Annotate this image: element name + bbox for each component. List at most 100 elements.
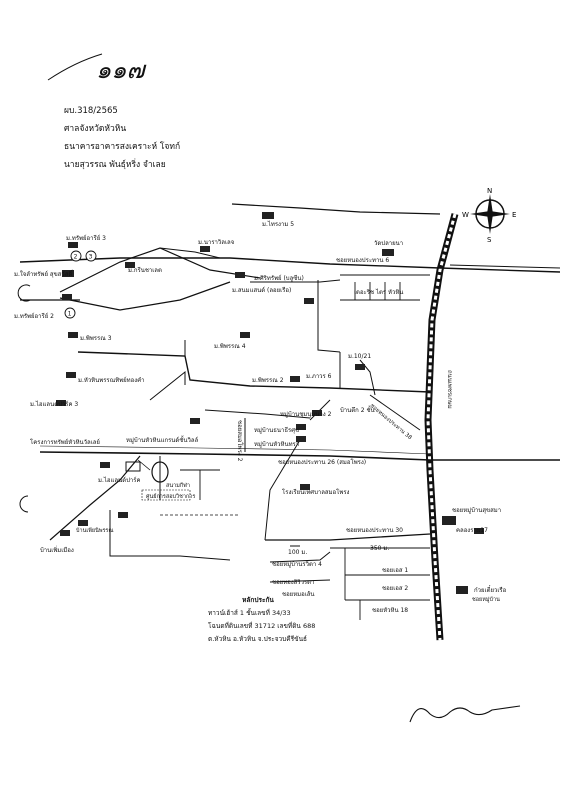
road-top — [231, 203, 441, 215]
building-icon — [56, 400, 66, 406]
label-thong-siri: ชอยทองสิริวรดา — [272, 579, 314, 586]
road-mid-spur-2 — [149, 370, 186, 401]
building-icon — [118, 512, 128, 518]
legend-line-3: ต.หัวหิน อ.หัวหิน จ.ประจวบคีรีขันธ์ — [208, 635, 307, 643]
road-stadium-grid — [180, 469, 220, 500]
label-rawita-4: ชอยหมู่บ้านรวิตา 4 — [272, 561, 322, 568]
road-middle — [77, 351, 431, 393]
road-label-38: ชอยหนองประทาน 38 — [369, 402, 414, 441]
label-100m: 100 ม. — [288, 549, 307, 556]
road-southwest — [49, 455, 141, 541]
court-name: ศาลจังหวัดหัวหิน — [64, 124, 127, 134]
page-number: ๑๑๗ — [96, 56, 145, 84]
label-noodle: ก๋วยเตี๋ยวเรือ — [474, 585, 507, 594]
pen-stroke — [47, 53, 103, 81]
building-icon — [68, 332, 78, 338]
marker-1 — [64, 307, 76, 319]
compass-n: N — [487, 187, 492, 195]
label-sap-aree-3: ม.ทรัพย์อารีย์ 3 — [66, 234, 106, 242]
label-siri-sap: ม.ศิริทรัพย์ (บลูซีน) — [254, 274, 304, 282]
label-phiphan-4: ม.พิพรรณ 4 — [214, 343, 246, 350]
label-phianiphan: บ้านเพียนิพรรณ — [76, 527, 113, 534]
label-grand-ville: หมู่บ้านหัวหินแกรนด์ชั้นวิลล์ — [126, 434, 199, 444]
signature — [409, 705, 521, 723]
label-phoem-mueang: บ้านเพิ่มเมือง — [40, 546, 74, 554]
road-nong-pratan-26 — [39, 451, 560, 461]
label-valley: โครงการทรัพย์หัวหินวัลเลย์ — [30, 438, 100, 446]
car-icon — [456, 586, 468, 594]
label-the-rich: เดอะริช ไตร หัวหิน — [354, 288, 403, 296]
road-nara — [159, 247, 221, 259]
road-east-top — [449, 264, 561, 269]
defendant: นายสุวรรณ พันธุ์หริ่ง จำเลย — [64, 160, 166, 170]
truck-icon — [442, 516, 456, 525]
road-lower-grid — [330, 547, 430, 620]
marker-2 — [70, 250, 82, 262]
building-icon — [296, 436, 306, 442]
building-icon — [290, 376, 300, 382]
road-mor-sen — [269, 579, 331, 583]
collateral-house — [125, 461, 141, 472]
building-icon — [78, 520, 88, 526]
road-nong-pratan-6 — [19, 257, 561, 273]
label-green-chalet: ม.กรีนชาเลต — [128, 266, 162, 274]
label-chumnum: หมู่บ้านชุมนุมนาง 2 — [280, 411, 332, 418]
label-noodle-2: ชอยหมู่บ้าน — [472, 596, 500, 603]
road-nong-pratan-30 — [265, 533, 431, 541]
building-icon — [68, 242, 78, 248]
label-m10-21: ม.10/21 — [348, 353, 371, 360]
road-label-6: ชอยหนองประทาน 6 — [336, 257, 389, 264]
road-grid-2 — [340, 274, 430, 301]
label-highland-3: ม.ไฮแลนด์ปาร์ค 3 — [30, 400, 78, 408]
legend-title: หลักประกัน — [242, 596, 274, 604]
label-sanom-sand: ม.สนมแสนด์ (ลอยเรือ) — [232, 286, 291, 294]
label-pawon-6: ม.ภาวร 6 — [306, 373, 332, 380]
building-icons — [56, 212, 484, 536]
building-icon — [262, 212, 274, 219]
building-icon — [66, 372, 76, 378]
stadium-shape — [151, 461, 169, 483]
label-exam-center: ศูนย์การสอบวิชาการ — [146, 493, 195, 500]
collateral-legend: หลักประกัน ทาวน์เฮ้าส์ 1 ชั้นเลขที่ 34/3… — [208, 594, 316, 646]
building-icon — [312, 410, 322, 416]
building-icon — [355, 364, 365, 370]
marker-3-label: 3 — [89, 253, 93, 260]
road-siri — [250, 279, 341, 283]
label-wat-plai-na: วัดปลายนา — [374, 240, 403, 247]
building-icon — [296, 424, 306, 430]
label-thanatee: หมู่บ้านธนาธีรศุข — [254, 426, 299, 434]
case-reference: ผบ.318/2565 — [64, 106, 118, 116]
label-school: โรงเรียนเทศบาลสมอโพรง — [282, 488, 350, 496]
building-icon — [100, 462, 110, 468]
label-highland: ม.ไฮแลนด์ปาร์ค — [98, 476, 141, 484]
road-label-26: ชอยหนองประทาน 26 (สมอโพรง) — [278, 458, 366, 466]
road-26-edge — [39, 445, 431, 455]
document-header: ผบ.318/2565 ศาลจังหวัดหัวหิน ธนาคารอาคาร… — [64, 102, 180, 174]
building-icon — [62, 270, 74, 277]
road-school — [264, 439, 301, 541]
label-two-storey: บ้านตึก 2 ชั้น — [340, 404, 375, 414]
compass-w: W — [462, 211, 469, 219]
road-label-samo-2: ชอยสมอโพรง 2 — [236, 420, 244, 462]
marker-3 — [85, 250, 97, 262]
building-icon — [60, 530, 70, 536]
compass-e: E — [512, 211, 516, 219]
road-grid-1 — [317, 280, 341, 353]
label-huahin-gold: ม.หัวหินพรรณทิพย์ทองคำ — [78, 376, 145, 384]
legend-line-1: ทาวน์เฮ้าส์ 1 ชั้นเลขที่ 34/33 — [208, 609, 291, 617]
building-icon — [62, 294, 72, 300]
highway-dash — [426, 213, 457, 641]
road-diag — [369, 394, 421, 431]
label-sukhsama: ชอยหมู่บ้านสุขสมา — [452, 507, 501, 514]
building-icon — [304, 298, 314, 304]
hole-punch-mark — [19, 495, 29, 513]
building-icon — [240, 332, 250, 338]
building-icon — [300, 484, 310, 490]
marker-2-label: 2 — [74, 253, 78, 260]
label-sai-ngam-5: ม.ไทรงาม 5 — [262, 220, 294, 228]
compass-needle-ew — [470, 211, 510, 217]
legend-line-2: โฉนดที่ดินเลขที่ 31712 เลขที่ดิน 688 — [208, 622, 316, 630]
label-soi-huahin-18: ชอยหัวหิน 18 — [372, 607, 408, 614]
road-west-lower — [59, 281, 231, 311]
